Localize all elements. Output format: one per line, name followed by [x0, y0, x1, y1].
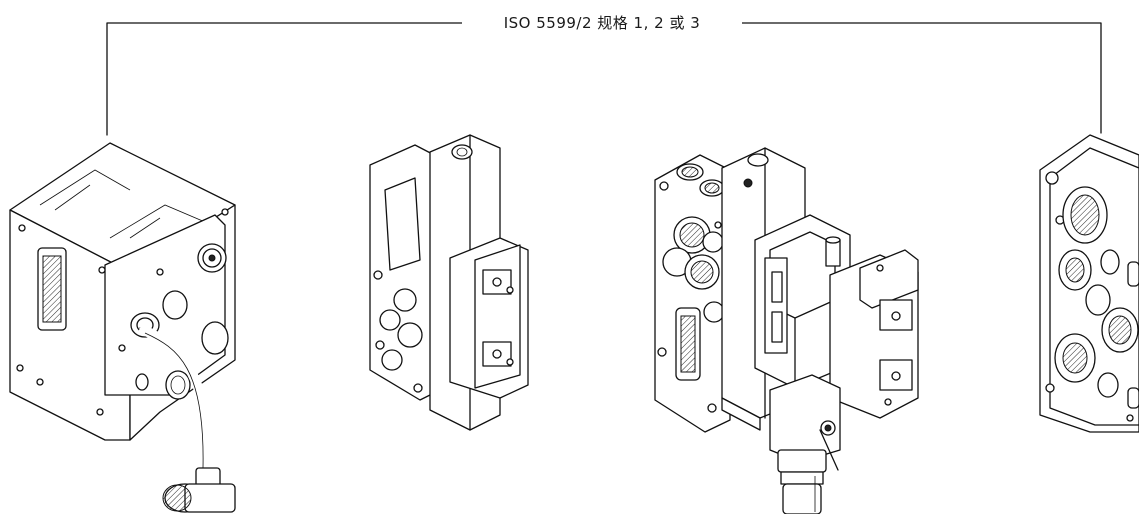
bracket-label: ISO 5599/2 规格 1, 2 或 3 [462, 13, 742, 33]
end-plate-icon [1039, 134, 1139, 433]
valve-assembly-icon [654, 147, 919, 514]
interface-module-icon [9, 142, 236, 513]
intermediate-plate-icon [369, 134, 529, 431]
bracket-line [106, 22, 1102, 136]
